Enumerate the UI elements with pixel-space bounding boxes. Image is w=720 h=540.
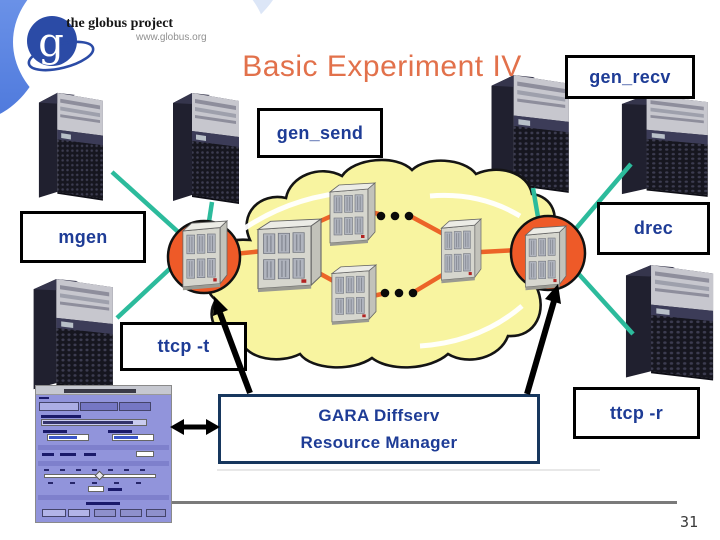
globus-logo-title: the globus project [66, 16, 174, 31]
label-drec: drec [597, 202, 710, 255]
edge-router-right-icon [526, 226, 567, 290]
label-ttcp-t: ttcp -t [120, 322, 247, 371]
window-input [112, 434, 154, 441]
page-number: 31 [679, 513, 698, 531]
server-tower-top-left-icon [38, 92, 103, 201]
server-tower-top-right-2-icon [621, 94, 708, 197]
footer-divider [171, 501, 677, 504]
label-gara-resource-manager: GARA Diffserv Resource Manager [218, 394, 540, 464]
server-tower-top-left-2-icon [173, 93, 239, 204]
cloud-router-bottom-icon [332, 265, 376, 325]
window-button [146, 509, 166, 517]
edge-router-left-icon [183, 221, 227, 290]
slide-title: Basic Experiment IV [242, 50, 522, 83]
footer-divider-thin [217, 469, 600, 471]
cloud-router-right-icon [441, 219, 481, 283]
gara-gui-screenshot [35, 385, 172, 523]
globus-logo-icon: g [27, 16, 95, 72]
ellipsis-dots-bottom [380, 288, 418, 298]
server-tower-bottom-left-icon [33, 279, 113, 393]
window-input [47, 434, 89, 441]
cloud-router-left-icon [258, 219, 321, 292]
gara-line1: GARA Diffserv [318, 406, 440, 425]
label-mgen: mgen [20, 211, 146, 263]
window-button [42, 509, 66, 517]
window-button [94, 509, 116, 517]
window-tab [80, 402, 118, 411]
window-button [68, 509, 90, 517]
cloud-router-top-icon [330, 183, 375, 246]
server-tower-bottom-right-icon [625, 265, 714, 381]
window-tab [119, 402, 151, 411]
label-gen-send: gen_send [257, 108, 383, 158]
window-slider-thumb [94, 470, 105, 481]
window-tab [39, 402, 79, 411]
label-ttcp-r: ttcp -r [573, 387, 700, 439]
svg-text:g: g [38, 20, 64, 66]
gara-line2: Resource Manager [300, 433, 458, 452]
globus-logo-url: www.globus.org [136, 32, 207, 43]
window-button [120, 509, 142, 517]
ellipsis-dots-top [376, 211, 414, 221]
label-gen-recv: gen_recv [565, 55, 695, 99]
